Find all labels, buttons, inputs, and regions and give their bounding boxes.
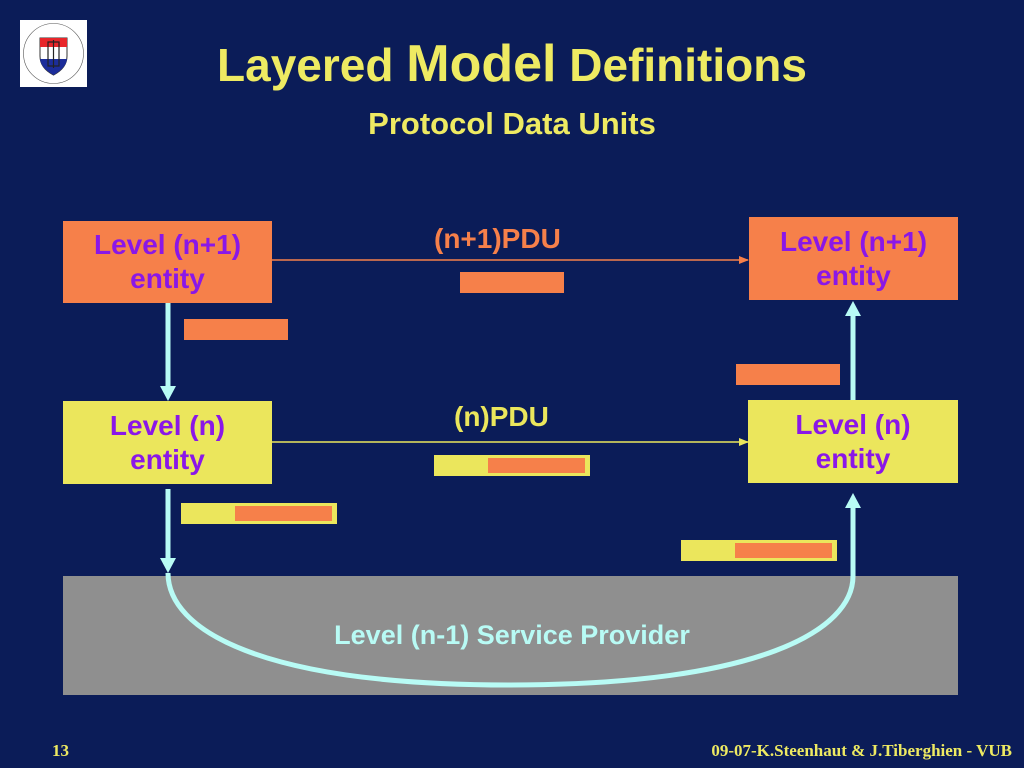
title-word-layered: Layered xyxy=(217,39,394,91)
university-seal-icon xyxy=(23,23,84,84)
university-logo xyxy=(20,20,87,87)
slide-subtitle: Protocol Data Units xyxy=(368,106,656,141)
left-lower-arrowhead-icon xyxy=(160,558,176,573)
pdu-payload xyxy=(488,458,585,473)
left-down-arrowhead-icon xyxy=(160,386,176,401)
footer-credit: 09-07-K.Steenhaut & J.Tiberghien - VUB xyxy=(711,741,1012,760)
entity-label-line1: Level (n) xyxy=(795,408,911,440)
pdu-payload xyxy=(735,543,832,558)
right-upper-entity: Level (n+1) entity xyxy=(749,217,958,300)
entity-label-line2: entity xyxy=(130,443,205,475)
lower-pdu-label: (n)PDU xyxy=(454,401,549,432)
entity-label-line2: entity xyxy=(816,259,891,291)
slide-title: Layered Model Definitions xyxy=(0,34,1024,95)
right-up-arrowhead-icon xyxy=(845,301,861,316)
service-provider-path xyxy=(165,572,856,688)
left-upper-pdu-block xyxy=(184,319,288,340)
entity-label-line2: entity xyxy=(815,442,891,474)
right-lower-entity: Level (n) entity xyxy=(748,400,958,483)
left-upper-entity: Level (n+1) entity xyxy=(63,221,272,303)
service-provider-label: Level (n-1) Service Provider xyxy=(334,620,690,650)
title-word-definitions: Definitions xyxy=(569,39,807,91)
slide-number: 13 xyxy=(52,741,69,760)
pdu-payload xyxy=(235,506,332,521)
left-lower-pdu-block xyxy=(181,503,337,524)
entity-label-line1: Level (n) xyxy=(109,409,226,441)
lower-pdu-block xyxy=(434,455,590,476)
right-lower-arrowhead-icon xyxy=(845,493,861,508)
entity-label-line2: entity xyxy=(130,263,205,294)
right-upper-pdu-block xyxy=(736,364,840,385)
right-lower-pdu-block xyxy=(681,540,837,561)
left-lower-entity: Level (n) entity xyxy=(63,401,272,484)
entity-label-line1: Level (n+1) xyxy=(779,225,928,257)
entity-label-line1: Level (n+1) xyxy=(93,229,242,260)
upper-pdu-block xyxy=(460,272,564,293)
upper-pdu-label: (n+1)PDU xyxy=(434,223,561,254)
title-word-model: Model xyxy=(406,35,557,93)
